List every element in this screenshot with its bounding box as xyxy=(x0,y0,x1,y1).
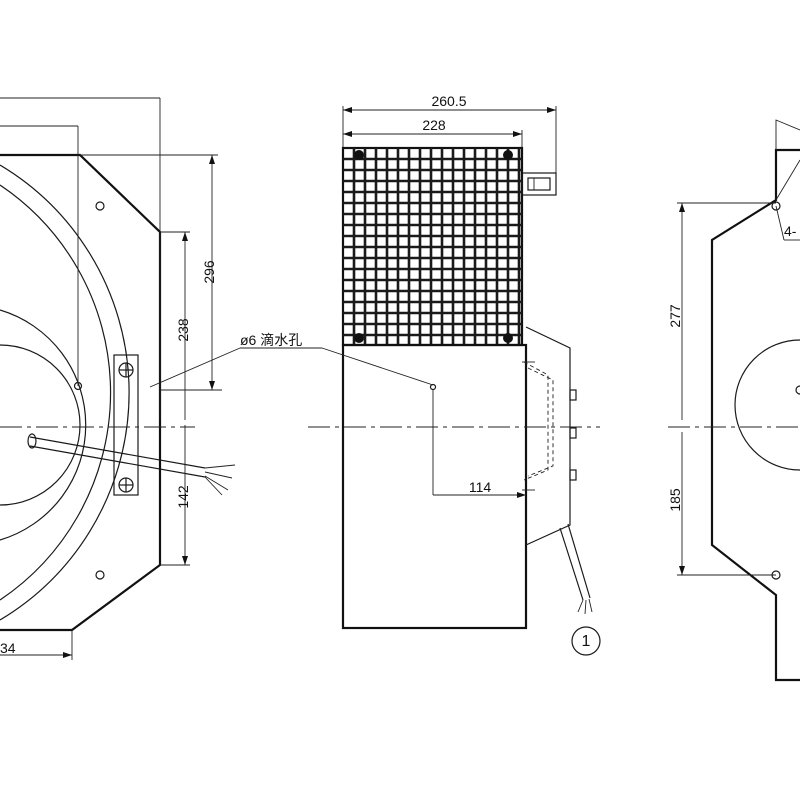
dim-142: 142 xyxy=(175,485,191,509)
dim-277: 277 xyxy=(667,304,683,328)
center-view xyxy=(149,106,601,656)
left-view xyxy=(0,97,236,660)
dim-238: 238 xyxy=(175,318,191,342)
callout-number: 1 xyxy=(582,633,591,650)
drain-hole-label: ø6 滴水孔 xyxy=(240,332,302,348)
dim-left-partial: 34 xyxy=(0,640,16,656)
dim-260-5: 260.5 xyxy=(431,93,466,109)
dim-228: 228 xyxy=(422,117,446,133)
hole-label-partial: 4- xyxy=(784,223,797,239)
dim-114: 114 xyxy=(469,479,492,495)
right-view xyxy=(668,119,800,682)
dim-296: 296 xyxy=(201,260,217,284)
dim-185: 185 xyxy=(667,488,683,512)
